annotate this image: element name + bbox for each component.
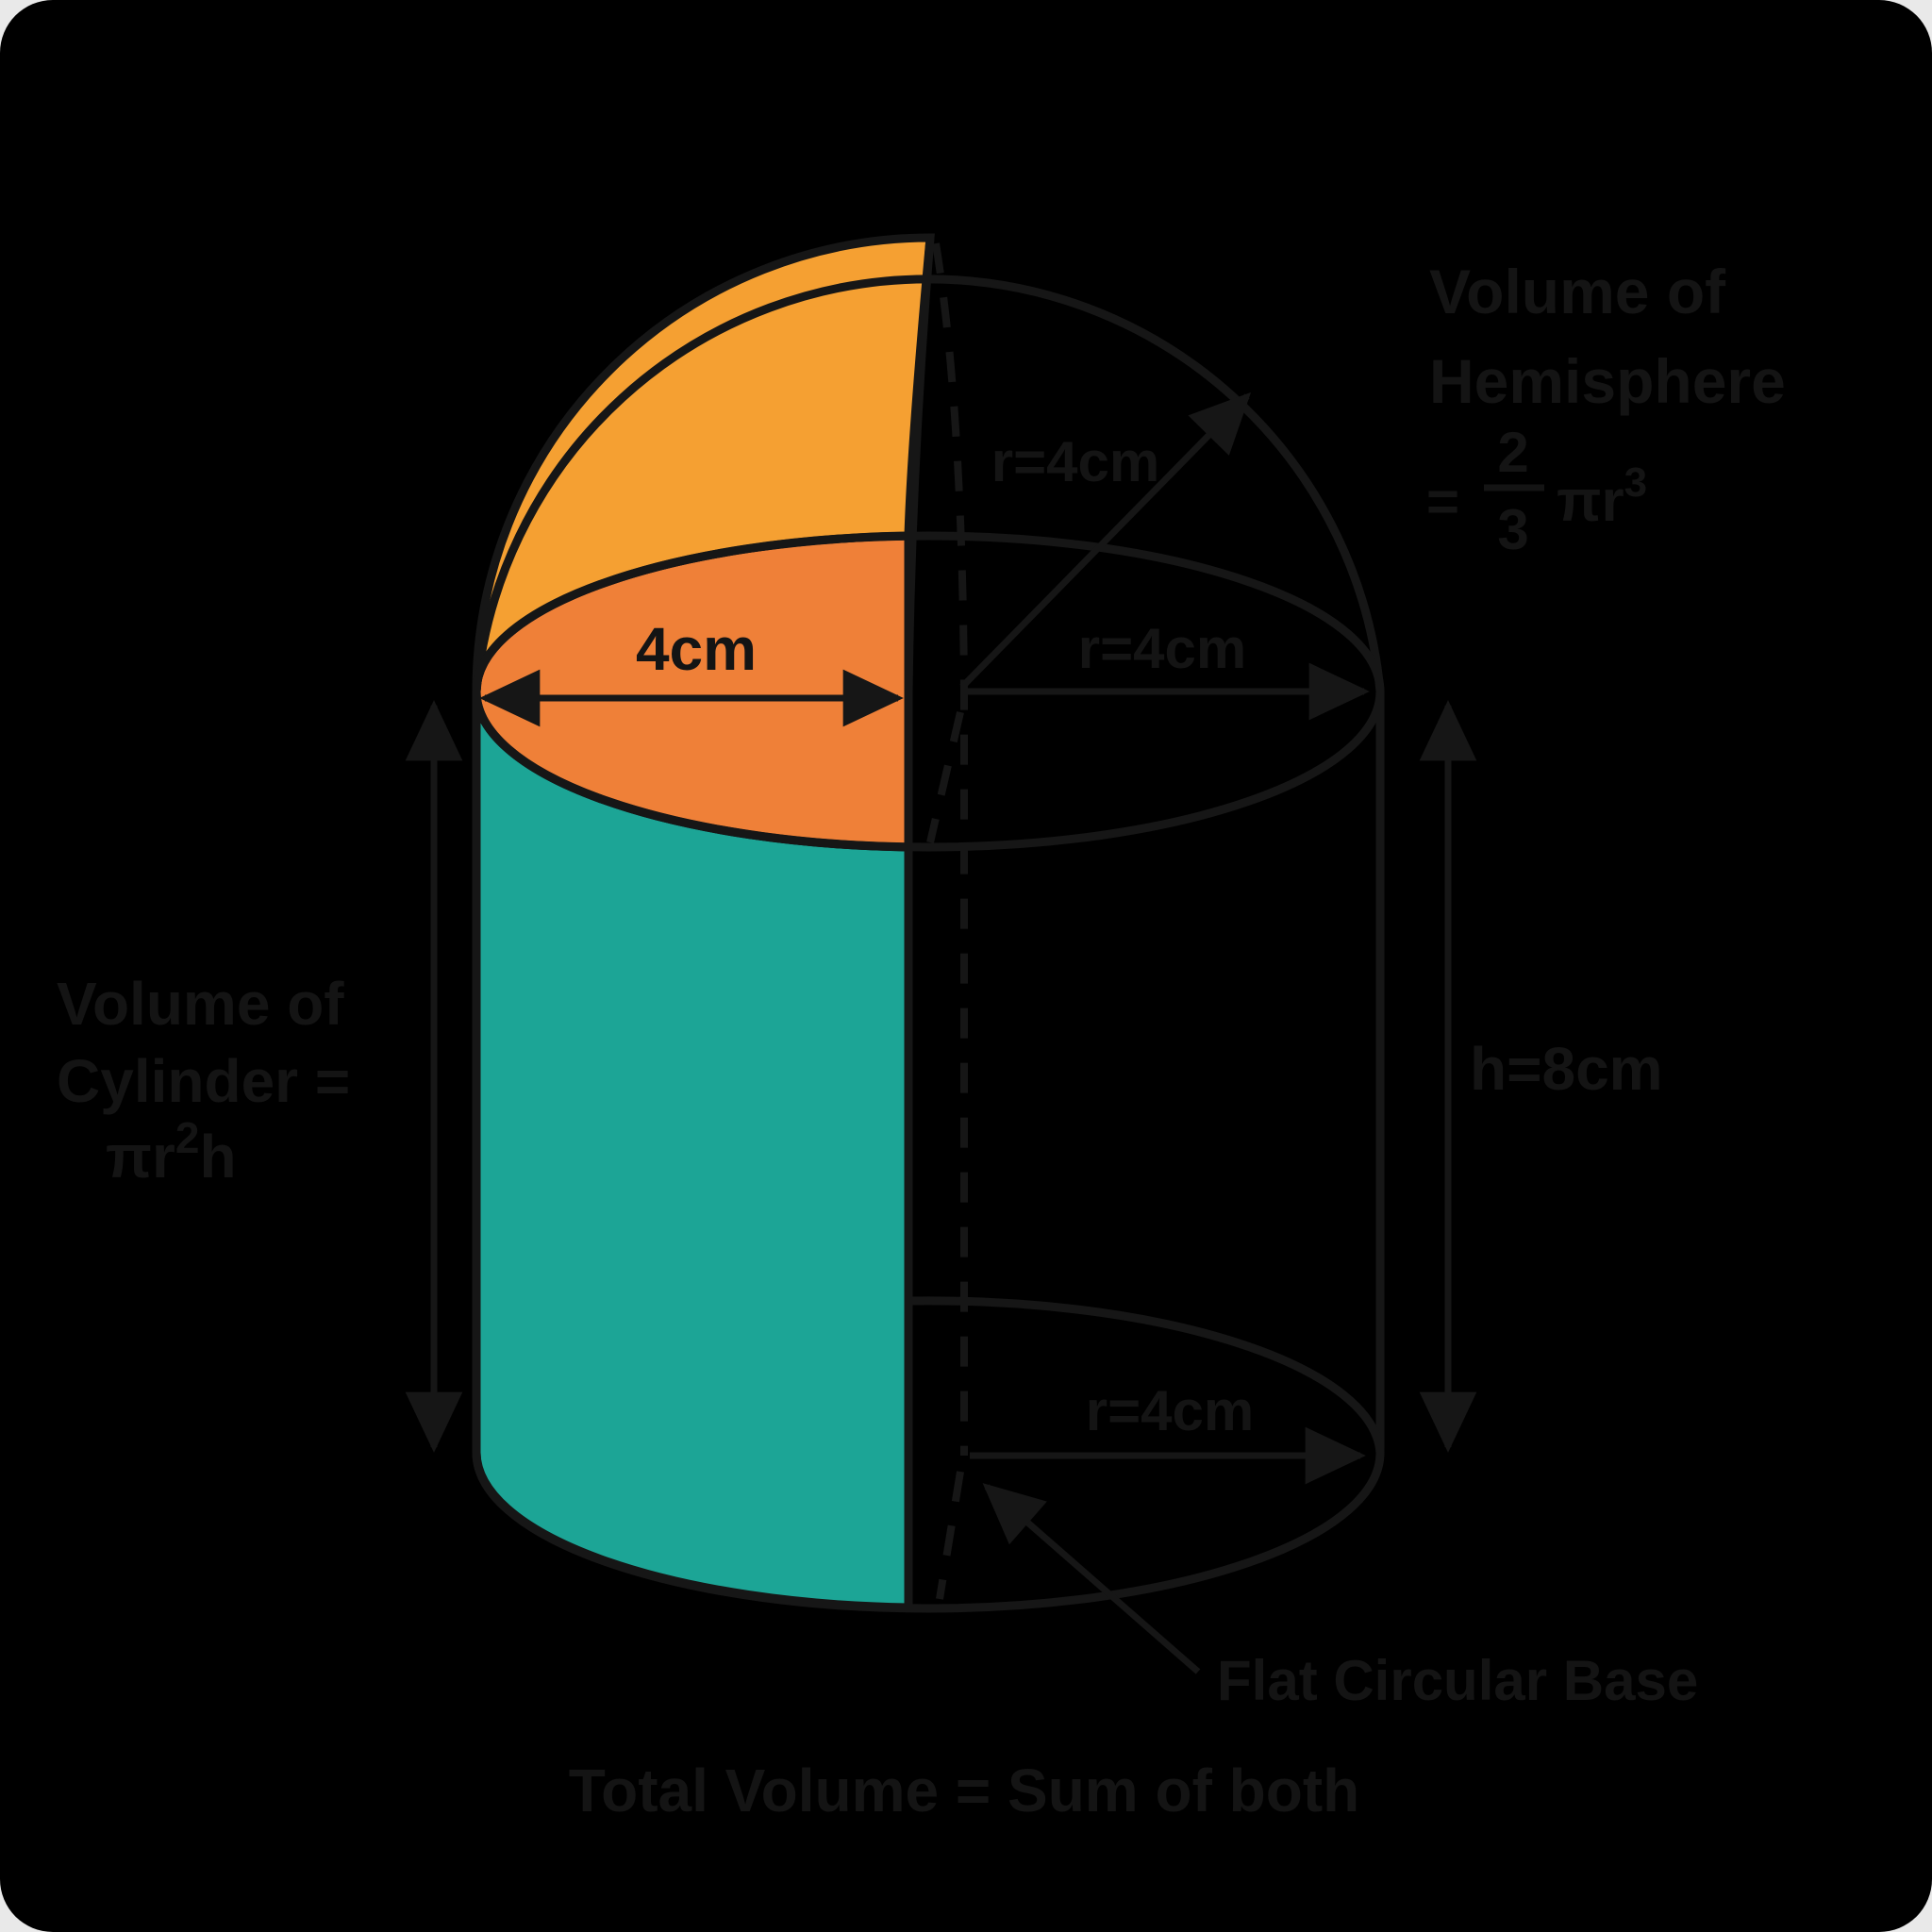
- total-volume-caption: Total Volume = Sum of both: [569, 1757, 1360, 1824]
- base-radius-label: r=4cm: [1086, 1379, 1254, 1442]
- hidden-edge-top-dashed: [926, 711, 964, 843]
- hemisphere-formula-term: πr3: [1557, 459, 1647, 534]
- equator-radius-label: r=4cm: [1078, 617, 1246, 680]
- cylinder-formula-exponent: 2: [175, 1113, 200, 1162]
- hemisphere-note-line2: Hemisphere: [1429, 346, 1786, 416]
- dome-radius-arrow: [959, 391, 1252, 690]
- dome-radius-label: r=4cm: [991, 430, 1159, 493]
- hemisphere-formula-equals: =: [1426, 470, 1459, 533]
- hemisphere-formula-exponent: 3: [1624, 459, 1647, 506]
- cylinder-note-line2: Cylinder =: [57, 1047, 350, 1115]
- flat-base-pointer-arrow: [982, 1483, 1201, 1674]
- hemisphere-formula-numerator: 2: [1497, 421, 1528, 484]
- central-axis-dashed: [932, 242, 968, 1456]
- flat-base-caption: Flat Circular Base: [1217, 1649, 1698, 1712]
- cylinder-formula-pi-term: πr: [106, 1123, 175, 1191]
- diameter-label: 4cm: [636, 615, 757, 683]
- cylinder-note-line1: Volume of: [57, 970, 344, 1038]
- cylinder-formula-suffix: h: [200, 1123, 237, 1191]
- hidden-edge-bottom-dashed: [936, 1471, 964, 1600]
- hemisphere-formula-pi-term: πr: [1557, 469, 1624, 534]
- cut-edge-line: [904, 237, 935, 1604]
- hemisphere-volume-note: Volume of Hemisphere = 2 3 πr3: [1426, 257, 1786, 561]
- bottom-front-arc: [472, 1452, 1385, 1613]
- dimension-arrows: [405, 391, 1477, 1674]
- hemisphere-note-line1: Volume of: [1429, 257, 1726, 326]
- height-label: h=8cm: [1470, 1035, 1663, 1103]
- cylinder-volume-note: Volume of Cylinder = πr2h: [57, 970, 350, 1191]
- bottom-back-arc: [908, 1296, 1385, 1454]
- cylinder-formula: πr2h: [106, 1113, 237, 1191]
- measurement-labels: 4cm r=4cm r=4cm r=4cm h=8cm: [636, 430, 1663, 1442]
- hemisphere-formula-denominator: 3: [1497, 498, 1528, 561]
